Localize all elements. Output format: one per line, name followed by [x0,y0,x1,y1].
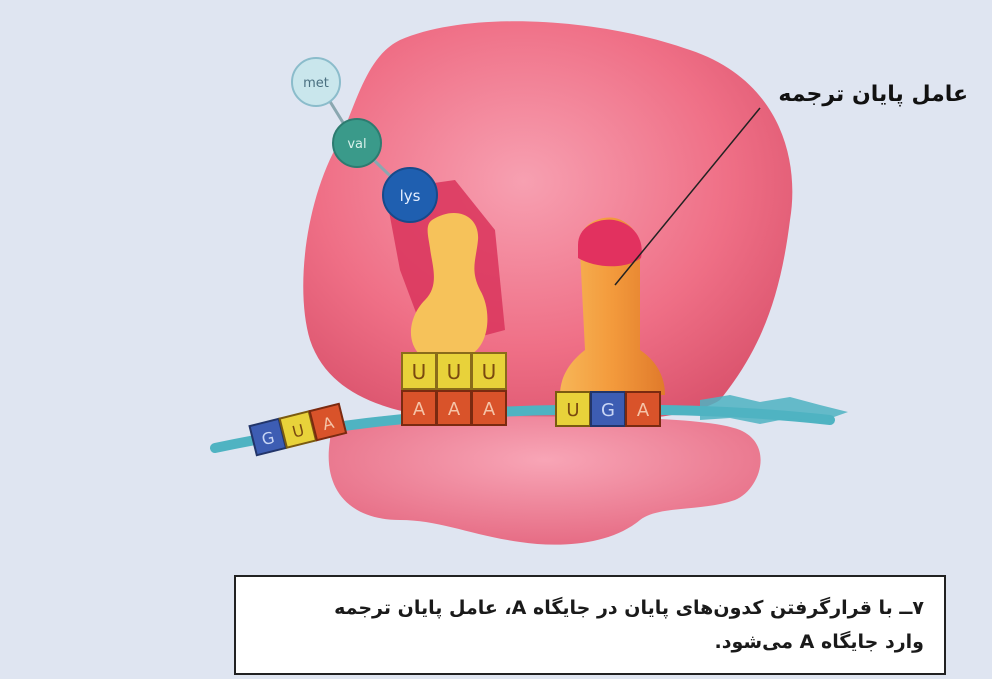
caption-box: ۷ــ با قرارگرفتن کدون‌های پایان در جایگا… [234,575,946,675]
caption-line-1: ۷ــ با قرارگرفتن کدون‌های پایان در جایگا… [252,591,924,625]
amino-acid-val-label: val [347,137,366,152]
anticodon-base-1: U [412,360,427,384]
caption-line-2: وارد جایگاه A می‌شود. [252,625,924,659]
anticodon-group: U U U [402,353,506,389]
release-factor-label: عامل پایان ترجمه [728,82,968,116]
codon-base-3: A [483,399,496,420]
large-subunit [303,21,792,422]
anticodon-base-3: U [482,360,497,384]
codon-group: A A A [402,391,506,425]
amino-acid-met-label: met [303,76,329,91]
stop-codon-base-1: U [566,400,579,421]
codon-base-2: A [448,399,461,420]
anticodon-base-2: U [447,360,462,384]
amino-acid-lys-label: lys [400,187,421,205]
stop-codon-base-3: A [637,400,650,421]
stop-codon-base-2: G [601,400,615,421]
stop-codon-group: U G A [556,392,660,426]
codon-base-1: A [413,399,426,420]
